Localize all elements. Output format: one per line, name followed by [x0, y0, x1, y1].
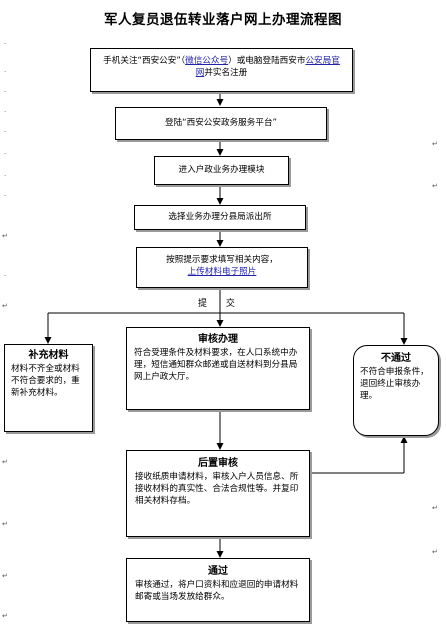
wechat-link[interactable]: 微信公众号 — [185, 56, 229, 66]
return-mark: ↵ — [432, 504, 438, 512]
dot-mark: . — [4, 148, 7, 156]
return-mark: ↵ — [432, 182, 438, 190]
return-mark: ↵ — [432, 140, 438, 148]
return-mark: ↵ — [2, 302, 8, 310]
supplement-heading: 补充材料 — [28, 350, 69, 361]
review-heading: 审核办理 — [198, 334, 238, 345]
post-review-box: 后置审核 接收纸质申请材料，审核入户人员信息、所接收材料的真实性、合法合规性等。… — [126, 450, 310, 537]
step-register-text-3: 并实名注册 — [204, 68, 248, 78]
return-mark: ↵ — [2, 612, 8, 620]
step-register-text-1: 手机关注“西安公安”（ — [103, 56, 186, 66]
reject-text: 不符合申报条件，退回终止审核办理。 — [360, 367, 429, 401]
return-mark: ↵ — [432, 548, 438, 556]
supplement-box: 补充材料 材料不齐全或材料不符合要求的，重新补充材料。 — [4, 344, 93, 432]
return-mark: ↵ — [328, 14, 334, 22]
dot-mark: . — [4, 66, 7, 74]
step-module-box: 进入户政业务办理模块 — [154, 156, 289, 185]
step-station-box: 选择业务办理分县局派出所 — [134, 205, 306, 230]
dot-mark: . — [4, 270, 7, 278]
pass-heading: 通过 — [208, 566, 228, 577]
step-login-box: 登陆“西安公安政务服务平台” — [115, 107, 327, 140]
dot-mark: . — [4, 170, 7, 178]
dot-mark: . — [4, 190, 7, 198]
dot-mark: . — [4, 126, 7, 134]
return-mark: ↵ — [2, 232, 8, 240]
supplement-text: 材料不齐全或材料不符合要求的，重新补充材料。 — [11, 364, 80, 398]
step-upload-line1: 按照提示要求填写相关内容， — [166, 255, 278, 265]
return-mark: ↵ — [2, 458, 8, 466]
review-box: 审核办理 符合受理条件及材料要求，在人口系统中办理，短信通知群众邮递或自送材料到… — [126, 327, 310, 410]
submit-label: 提 交 — [198, 299, 243, 309]
dot-mark: . — [4, 86, 7, 94]
step-register-box: 手机关注“西安公安”（微信公众号）或电脑登陆西安市公安局官网并实名注册 — [90, 48, 353, 92]
step-station-text: 选择业务办理分县局派出所 — [168, 212, 272, 222]
post-review-heading: 后置审核 — [198, 458, 238, 469]
review-text: 符合受理条件及材料要求，在人口系统中办理，短信通知群众邮递或自送材料到分县局网上… — [134, 348, 298, 382]
pass-text: 审核通过，将户口资料和应退回的申请材料邮寄或当场发放给群众。 — [135, 580, 299, 602]
return-mark: ↵ — [2, 572, 8, 580]
post-review-text: 接收纸质申请材料，审核入户人员信息、所接收材料的真实性、合法合规性等。并复印相关… — [135, 472, 299, 506]
police-site-link[interactable]: 公安局官网 — [195, 56, 340, 78]
reject-box: 不通过 不符合申报条件，退回终止审核办理。 — [353, 345, 439, 436]
page-title: 军人复员退伍转业落户网上办理流程图 — [104, 12, 342, 28]
step-upload-line2: 上传材料电子照片 — [187, 267, 257, 277]
step-login-text: 登陆“西安公安政务服务平台” — [164, 118, 278, 128]
dot-mark: . — [4, 38, 7, 46]
pass-box: 通过 审核通过，将户口资料和应退回的申请材料邮寄或当场发放给群众。 — [126, 558, 310, 622]
dot-mark: . — [4, 106, 7, 114]
step-module-text: 进入户政业务办理模块 — [178, 165, 265, 175]
step-register-text-2: ）或电脑登陆西安市 — [228, 56, 306, 66]
return-mark: ↵ — [2, 520, 8, 528]
reject-heading: 不通过 — [381, 353, 411, 364]
step-upload-box: 按照提示要求填写相关内容， 上传材料电子照片 — [136, 247, 308, 288]
